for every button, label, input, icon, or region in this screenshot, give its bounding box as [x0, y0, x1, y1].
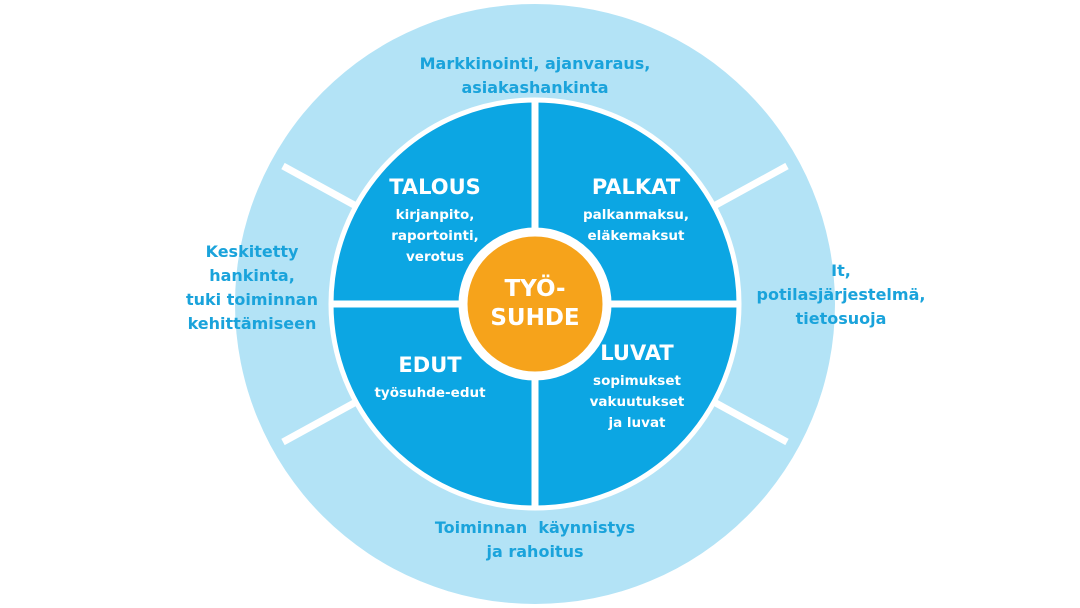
- outer-left-line-1: Keskitetty: [206, 242, 299, 261]
- outer-right-line-3: tietosuoja: [796, 309, 887, 328]
- outer-top-line-1: Markkinointi, ajanvaraus,: [420, 54, 651, 73]
- center-line-2: SUHDE: [490, 305, 579, 331]
- outer-ring-dividers: [281, 162, 789, 446]
- quadrant-talous-line-3: verotus: [406, 249, 464, 265]
- outer-divider-top-right: [712, 162, 789, 210]
- quadrant-palkat: PALKAT palkanmaksu, eläkemaksut: [583, 175, 689, 244]
- quadrant-luvat-line-3: ja luvat: [607, 415, 666, 431]
- outer-bottom-line-1: Toiminnan käynnistys: [435, 518, 635, 537]
- outer-divider-top-left: [281, 162, 358, 210]
- quadrant-edut: EDUT työsuhde-edut: [374, 353, 486, 401]
- center-line-1: TYÖ-: [504, 274, 565, 302]
- quadrant-luvat: LUVAT sopimukset vakuutukset ja luvat: [590, 341, 685, 431]
- quadrant-palkat-line-2: eläkemaksut: [588, 228, 685, 244]
- quadrant-palkat-line-1: palkanmaksu,: [583, 207, 689, 223]
- quadrant-edut-title: EDUT: [398, 353, 462, 377]
- quadrant-edut-line-1: työsuhde-edut: [374, 385, 486, 401]
- outer-divider-bottom-right: [712, 398, 789, 446]
- outer-left-line-4: kehittämiseen: [188, 314, 317, 333]
- outer-bottom-line-2: ja rahoitus: [486, 542, 584, 561]
- center-text: TYÖ- SUHDE: [490, 274, 579, 331]
- outer-right-line-1: It,: [831, 261, 851, 280]
- quadrant-palkat-title: PALKAT: [592, 175, 681, 199]
- outer-divider-bottom-left: [281, 398, 358, 446]
- quadrant-talous: TALOUS kirjanpito, raportointi, verotus: [389, 175, 481, 265]
- quadrant-talous-title: TALOUS: [389, 175, 481, 199]
- center-circle: [458, 227, 612, 381]
- outer-left-line-2: hankinta,: [209, 266, 295, 285]
- outer-right-text: It, potilasjärjestelmä, tietosuoja: [757, 261, 926, 328]
- outer-left-text: Keskitetty hankinta, tuki toiminnan kehi…: [186, 242, 318, 333]
- outer-left-line-3: tuki toiminnan: [186, 290, 318, 309]
- outer-top-text: Markkinointi, ajanvaraus, asiakashankint…: [420, 54, 651, 97]
- quadrant-luvat-line-1: sopimukset: [593, 373, 681, 389]
- outer-right-line-2: potilasjärjestelmä,: [757, 285, 926, 304]
- quadrant-talous-line-2: raportointi,: [391, 228, 479, 244]
- outer-top-line-2: asiakashankinta: [461, 78, 608, 97]
- quadrant-luvat-line-2: vakuutukset: [590, 394, 685, 410]
- quadrant-luvat-title: LUVAT: [600, 341, 674, 365]
- outer-bottom-text: Toiminnan käynnistys ja rahoitus: [435, 518, 635, 561]
- quadrant-talous-line-1: kirjanpito,: [396, 207, 475, 223]
